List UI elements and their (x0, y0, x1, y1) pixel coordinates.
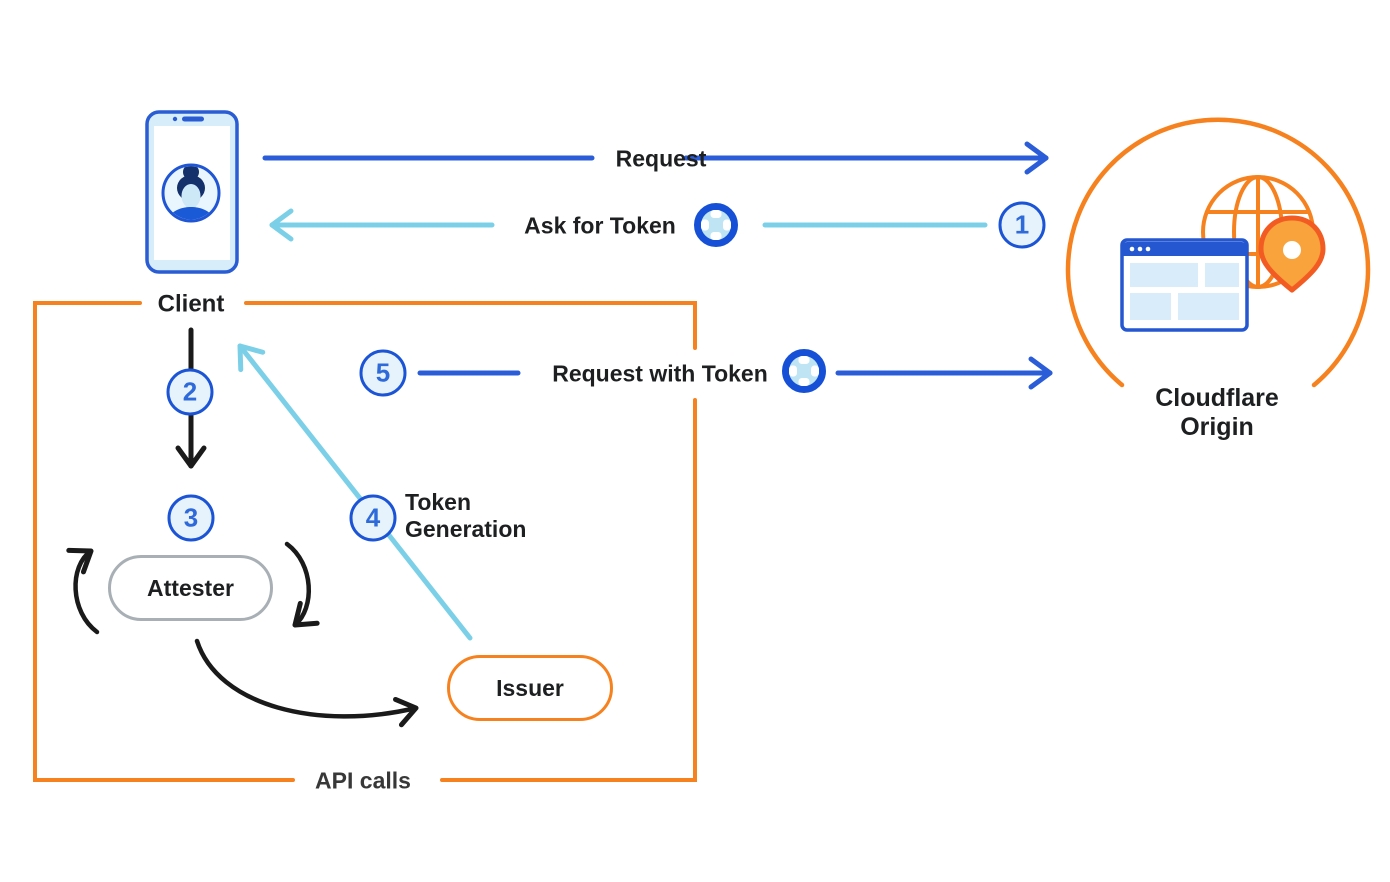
request-label: Request (615, 145, 707, 172)
api-calls-label: API calls (315, 767, 411, 794)
attester-label: Attester (147, 574, 234, 601)
browser-window-icon (1120, 238, 1249, 332)
user-avatar-icon (161, 163, 221, 223)
step-badge-4: 4 (349, 494, 397, 542)
step-badge-5: 5 (359, 349, 407, 397)
api-calls-box-border (33, 301, 697, 782)
attester-node: Attester (108, 555, 273, 621)
client-label: Client (157, 290, 225, 318)
issuer-label: Issuer (496, 674, 564, 701)
step-badge-2: 2 (166, 368, 214, 416)
origin-circle (1065, 117, 1371, 388)
phone-icon (145, 110, 239, 274)
attester-loop-arrows (66, 541, 419, 728)
ask-for-token-label: Ask for Token (524, 212, 676, 239)
token-icon (782, 349, 826, 393)
request-with-token-label: Request with Token (552, 360, 768, 387)
location-pin-icon (1258, 215, 1326, 293)
token-generation-label: Token Generation (405, 489, 527, 542)
token-icon (694, 203, 738, 247)
step-badge-3: 3 (167, 494, 215, 542)
cloudflare-origin-label: Cloudflare Origin (1155, 384, 1279, 441)
token-generation-arrow (237, 343, 473, 641)
issuer-node: Issuer (447, 655, 613, 721)
step-badge-1: 1 (998, 201, 1046, 249)
